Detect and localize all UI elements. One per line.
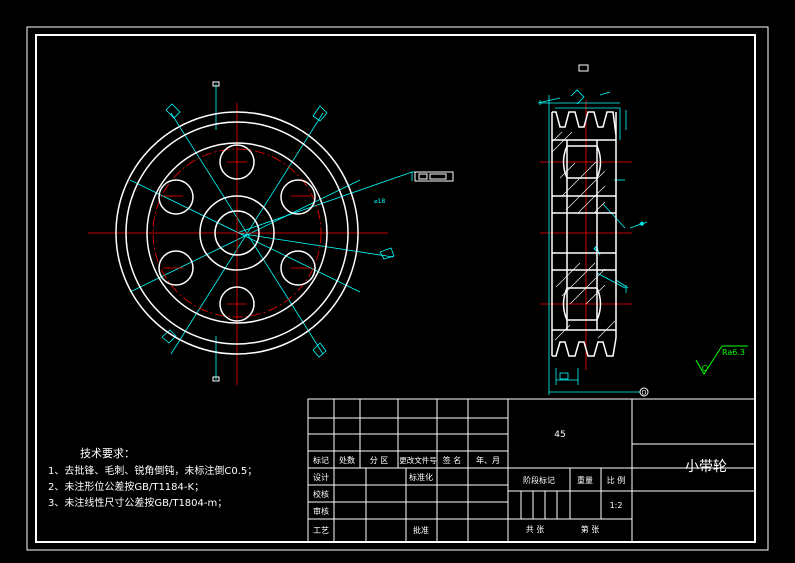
sheet-number: 第 张 — [581, 524, 600, 534]
svg-text:◇: ◇ — [594, 246, 598, 252]
section-dimension-lines: ◇ ◇ — [537, 89, 648, 395]
front-callout: ⌀18 — [212, 81, 454, 382]
svg-text:⌀18: ⌀18 — [374, 198, 385, 205]
weight-label: 重量 — [577, 475, 593, 485]
ratio-value: 1:2 — [610, 501, 623, 510]
header-date: 年、月 — [476, 455, 500, 465]
row-standard: 标准化 — [409, 472, 433, 482]
part-name: 小带轮 — [685, 459, 727, 475]
ratio-label: 比 例 — [607, 475, 626, 485]
header-count: 处数 — [339, 455, 355, 465]
datum-circle — [639, 387, 649, 397]
row-check: 校核 — [313, 489, 329, 499]
top-marker — [578, 64, 589, 72]
roughness-symbol: Ra6.3 — [695, 345, 748, 375]
section-hatching — [551, 131, 616, 341]
header-zone: 分 区 — [370, 456, 389, 465]
tech-line-1: 1、去批锋、毛刺、锐角倒钝，未标注倒C0.5； — [48, 464, 257, 477]
header-sign: 签 名 — [443, 455, 462, 465]
svg-text:◇: ◇ — [640, 221, 644, 227]
outer-frame — [26, 26, 769, 551]
tech-title: 技术要求： — [80, 447, 135, 460]
front-outlines — [115, 111, 359, 355]
sheets-total: 共 张 — [526, 525, 545, 534]
stage-label: 阶段标记 — [523, 475, 555, 485]
section-view: ◇ ◇ — [537, 89, 649, 397]
front-view: ⌀18 — [88, 81, 454, 385]
row-approve: 批准 — [413, 525, 429, 535]
header-docno: 更改文件号 — [399, 455, 437, 465]
header-mark: 标记 — [313, 455, 329, 465]
title-block: 45 小带轮 标记 处数 分 区 更改文件号 签 名 年、月 设计 标准化 校核… — [307, 398, 756, 543]
title-block-grid — [307, 398, 756, 543]
tech-requirements: 技术要求： 1、去批锋、毛刺、锐角倒钝，未标注倒C0.5； 2、未注形位公差按G… — [48, 447, 257, 509]
row-review: 审核 — [313, 506, 329, 516]
section-outline — [551, 111, 617, 357]
datum-label: D — [642, 390, 647, 397]
row-process: 工艺 — [313, 526, 329, 535]
material: 45 — [554, 430, 565, 440]
front-center-lines — [88, 103, 388, 385]
tech-line-2: 2、未注形位公差按GB/T1184-K； — [48, 480, 204, 493]
tech-line-3: 3、未注线性尺寸公差按GB/T1804-m； — [48, 496, 227, 509]
row-design: 设计 — [313, 472, 329, 482]
roughness-value: Ra6.3 — [722, 348, 745, 357]
